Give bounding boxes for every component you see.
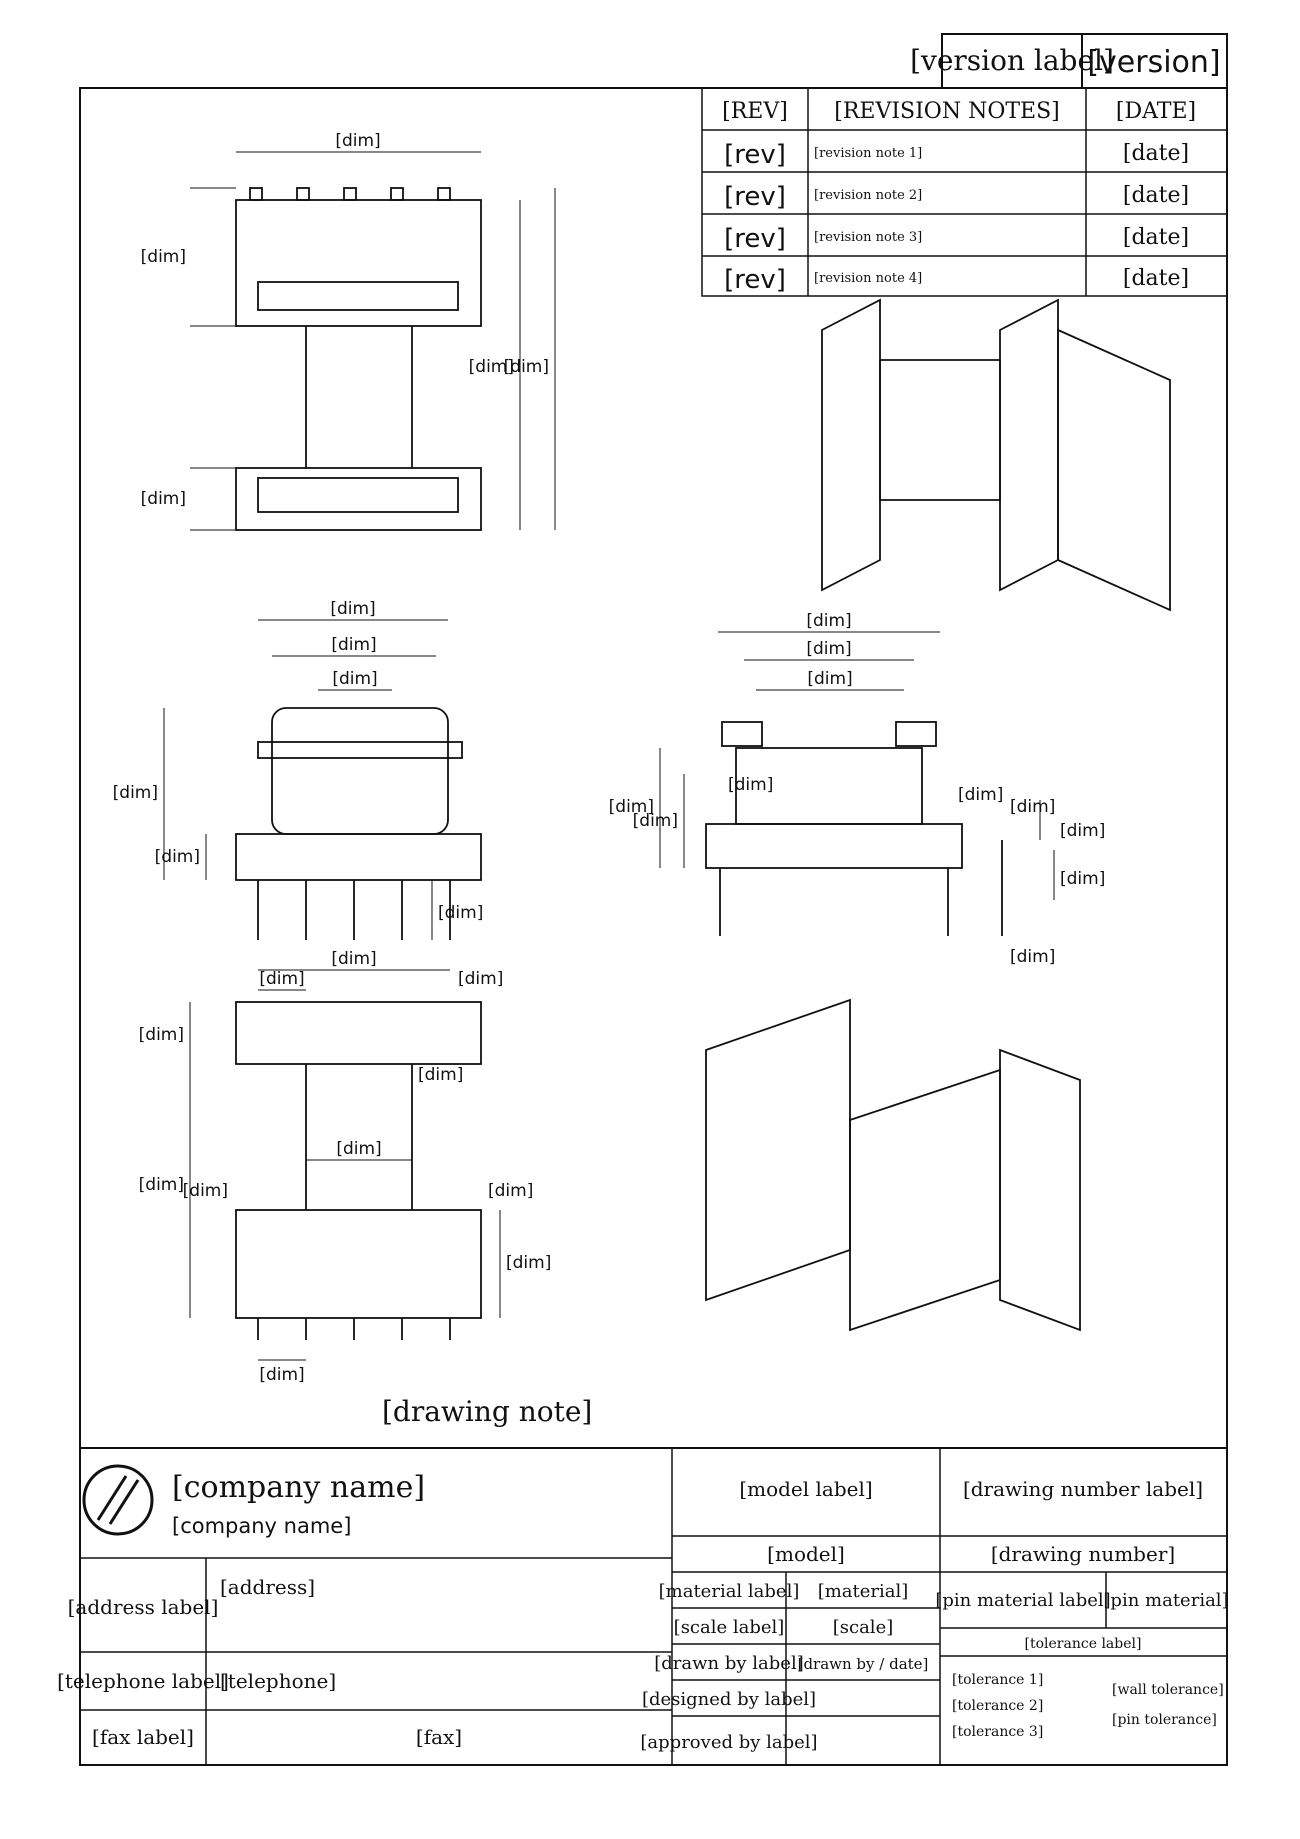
tolerance-label: [tolerance label] [1025,1636,1142,1652]
dimension-label: [dim] [806,611,851,631]
front-view-dimension-lines [163,619,448,940]
revision-row-note: [revision note 4] [814,271,922,286]
side-view-dimension-lines [659,631,1055,900]
revision-row-note: [revision note 1] [814,146,922,161]
dimension-label: [dim] [418,1065,463,1085]
dimension-label: [dim] [139,1175,184,1195]
dimension-label: [dim] [1010,947,1055,967]
dimension-label: [dim] [506,1253,551,1273]
dimension-label: [dim] [806,639,851,659]
dimension-label: [dim] [113,783,158,803]
revision-table: [REV] [REVISION NOTES] [DATE] [rev] [rev… [701,87,1228,297]
dimension-label: [dim] [183,1181,228,1201]
drawing-frame [79,87,1228,1766]
dimension-label: [dim] [259,1365,304,1385]
dimension-label: [dim] [141,489,186,509]
dimension-label: [dim] [458,969,503,989]
model-label: [model label] [739,1477,872,1501]
bottom-view-dimension-labels: [dim] [dim] [dim] [dim] [dim] [dim] [dim… [139,949,552,1385]
top-view-dimension-lines [190,151,556,531]
dimension-label: [dim] [141,247,186,267]
bottom-view [189,969,501,1361]
dimension-label: [dim] [335,131,380,151]
designed-by-label: [designed by label] [642,1689,816,1710]
drawing-no-label: [drawing number label] [963,1477,1203,1501]
scale-label: [scale label] [674,1617,785,1638]
dimension-label: [dim] [1060,821,1105,841]
dimension-label: [dim] [332,669,377,689]
pin-material-value: [pin material] [1103,1590,1228,1611]
bottom-view-dimension-lines [189,969,501,1361]
dimension-label: [dim] [259,969,304,989]
dimension-label: [dim] [469,357,514,377]
revision-row-rev: [rev] [724,182,786,212]
version-label: [version label] [910,44,1114,77]
drawing-no-value: [drawing number] [991,1542,1175,1566]
revision-row-date: [date] [1123,141,1189,166]
date-header: [DATE] [1116,99,1196,124]
dimension-label: [dim] [958,785,1003,805]
revision-row-note: [revision note 3] [814,230,922,245]
company-logo [82,1464,154,1536]
pin-material-label: [pin material label] [935,1590,1110,1611]
dimension-label: [dim] [438,903,483,923]
revision-row-rev: [rev] [724,265,786,295]
dimension-label: [dim] [331,635,376,655]
drawing-note: [drawing note] [382,1395,592,1428]
wall-tolerance: [wall tolerance] [1112,1682,1224,1698]
side-view-dimension-labels: [dim] [dim] [dim] [dim] [dim] [dim] [dim… [609,611,1106,967]
drawn-by-label: [drawn by label] [654,1653,803,1674]
approved-by-label: [approved by label] [640,1732,817,1753]
company-name-en: [company name] [172,1514,351,1538]
top-view [190,151,556,531]
telephone-value: [telephone] [220,1669,336,1693]
top-view-dimension-labels: [dim] [dim] [dim] [dim] [dim] [141,131,549,509]
dimension-label: [dim] [728,775,773,795]
model-value: [model] [767,1542,845,1566]
dimension-label: [dim] [330,599,375,619]
company-name-cn: [company name] [172,1470,425,1505]
address-value: [address] [220,1575,315,1599]
tolerance-row: [tolerance 1] [952,1672,1043,1688]
rev-header: [REV] [722,99,788,124]
telephone-label: [telephone label] [57,1669,229,1693]
tolerance-row: [tolerance 2] [952,1698,1043,1714]
dimension-label: [dim] [488,1181,533,1201]
revision-row-rev: [rev] [724,224,786,254]
isometric-view-bottom [705,998,1081,1332]
address-label: [address label] [68,1595,219,1619]
title-block: [company name] [company name] [address l… [57,1447,1229,1765]
dimension-label: [dim] [139,1025,184,1045]
tolerance-row: [tolerance 3] [952,1724,1043,1740]
dimension-label: [dim] [1010,797,1055,817]
dimension-label: [dim] [807,669,852,689]
revision-notes-header: [REVISION NOTES] [834,99,1060,124]
version-box: [version label] [version] [910,33,1228,89]
revision-row-date: [date] [1123,266,1189,291]
front-view [163,619,482,940]
side-view [659,631,1055,936]
fax-value: [fax] [416,1725,462,1749]
material-value: [material] [818,1581,909,1602]
dimension-label: [dim] [633,811,678,831]
revision-row-note: [revision note 2] [814,188,922,203]
revision-row-date: [date] [1123,183,1189,208]
material-label: [material label] [659,1581,800,1602]
fax-label: [fax label] [92,1725,194,1749]
revision-row-rev: [rev] [724,140,786,170]
drawn-by-value: [drawn by / date] [798,1655,929,1673]
dimension-label: [dim] [504,357,549,377]
dimension-label: [dim] [1060,869,1105,889]
revision-row-date: [date] [1123,225,1189,250]
dimension-label: [dim] [609,797,654,817]
front-view-dimension-labels: [dim] [dim] [dim] [dim] [dim] [dim] [113,599,484,923]
dimension-label: [dim] [336,1139,381,1159]
pin-tolerance: [pin tolerance] [1112,1712,1217,1728]
isometric-view-top [821,298,1171,612]
dimension-label: [dim] [331,949,376,969]
scale-value: [scale] [833,1617,894,1638]
dimension-label: [dim] [155,847,200,867]
version-value: [version] [1087,45,1220,80]
